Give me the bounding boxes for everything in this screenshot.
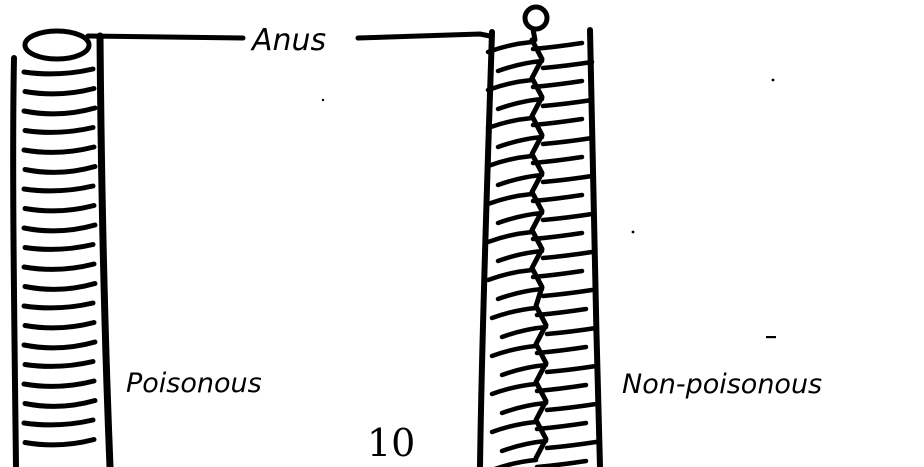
non-poisonous-scale-right (533, 233, 582, 239)
poisonous-scale (25, 128, 93, 133)
non-poisonous-scale-right (533, 81, 582, 87)
non-poisonous-scale-right (533, 43, 582, 49)
non-poisonous-scale-right (543, 290, 592, 296)
non-poisonous-scale-rows (488, 42, 596, 467)
poisonous-anus-opening (25, 31, 89, 59)
poisonous-scale (24, 147, 94, 152)
poisonous-scale-rows (24, 69, 95, 445)
non-poisonous-scale-right (533, 271, 582, 277)
non-poisonous-scale-right (537, 385, 586, 391)
poisonous-label: Poisonous (126, 368, 262, 399)
non-poisonous-scale-right (547, 328, 596, 334)
non-poisonous-scale-right (537, 423, 586, 429)
poisonous-scale (25, 284, 95, 290)
non-poisonous-scale-left (492, 384, 536, 394)
poisonous-tail-right-outline (100, 36, 110, 467)
non-poisonous-scale-left (498, 289, 542, 299)
poisonous-scale (25, 167, 95, 173)
non-poisonous-scale-right (543, 176, 592, 182)
non-poisonous-scale-right (547, 404, 596, 410)
page-number: 10 (367, 421, 415, 465)
non-poisonous-scale-right (537, 309, 586, 315)
poisonous-scale (25, 206, 94, 211)
non-poisonous-scale-left (488, 270, 532, 280)
non-poisonous-label: Non-poisonous (622, 369, 822, 400)
anus-leader-right (358, 34, 490, 38)
poisonous-scale (24, 225, 95, 231)
non-poisonous-scale-left (492, 346, 536, 356)
poisonous-scale (24, 420, 93, 425)
poisonous-scale (24, 342, 95, 348)
non-poisonous-scale-left (492, 422, 536, 432)
non-poisonous-tail (480, 7, 600, 467)
non-poisonous-scale-right (537, 461, 586, 467)
poisonous-tail (13, 31, 110, 467)
non-poisonous-scale-right (533, 195, 582, 201)
non-poisonous-tail-right-outline (590, 30, 600, 467)
non-poisonous-scale-right (543, 252, 592, 258)
non-poisonous-scale-right (537, 347, 586, 353)
non-poisonous-tail-left-outline (480, 32, 492, 467)
poisonous-scale (24, 69, 93, 74)
anus-leader-left (88, 36, 243, 38)
non-poisonous-scale-right (543, 214, 592, 220)
non-poisonous-scale-left (492, 308, 536, 318)
poisonous-scale (25, 323, 94, 328)
non-poisonous-scale-left (492, 460, 536, 467)
non-poisonous-scale-left (488, 156, 532, 166)
poisonous-scale (24, 264, 94, 269)
poisonous-scale (25, 440, 94, 445)
scan-specks (322, 79, 776, 339)
poisonous-scale (24, 186, 93, 191)
non-poisonous-scale-right (547, 442, 596, 448)
non-poisonous-scale-right (543, 138, 592, 144)
non-poisonous-scale-left (488, 194, 532, 204)
poisonous-scale (24, 381, 94, 386)
non-poisonous-scale-right (547, 366, 596, 372)
non-poisonous-scale-right (533, 157, 582, 163)
poisonous-tail-left-outline (13, 58, 16, 467)
non-poisonous-scale-left (488, 232, 532, 242)
anus-label: Anus (250, 23, 326, 58)
poisonous-scale (25, 245, 93, 250)
non-poisonous-anus-opening (525, 7, 547, 29)
poisonous-scale (24, 108, 95, 114)
poisonous-scale (24, 303, 93, 308)
non-poisonous-scale-seam (532, 40, 546, 458)
non-poisonous-scale-right (543, 62, 592, 68)
non-poisonous-scale-left (488, 118, 532, 128)
non-poisonous-scale-left (488, 80, 532, 90)
non-poisonous-scale-right (543, 100, 592, 106)
non-poisonous-scale-right (533, 119, 582, 125)
poisonous-scale (25, 89, 94, 94)
poisonous-scale (25, 362, 93, 367)
poisonous-scale (25, 401, 95, 407)
